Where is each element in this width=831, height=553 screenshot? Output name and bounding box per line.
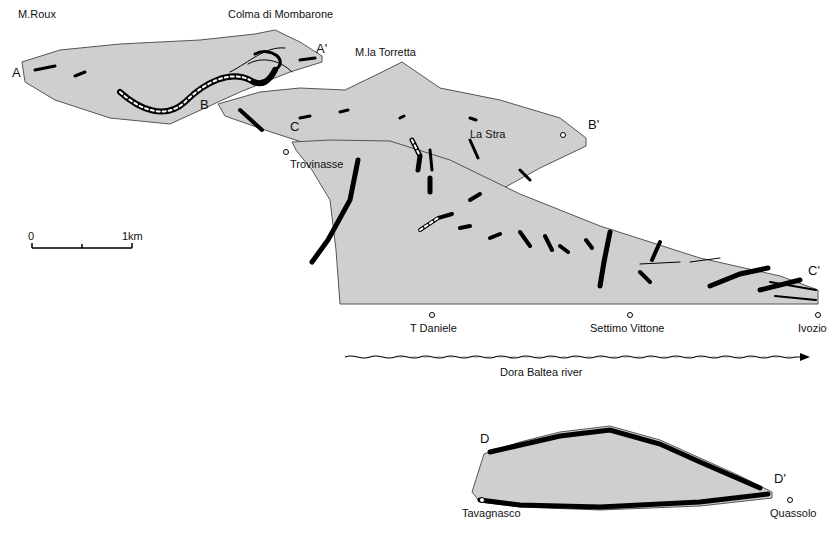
- section-d: [472, 426, 772, 510]
- peak-name: M.Roux: [18, 8, 56, 20]
- place-name: Tavagnasco: [462, 507, 521, 519]
- place-name: T Daniele: [410, 322, 457, 334]
- place-name: Settimo Vittone: [590, 322, 664, 334]
- place-name: Trovinasse: [290, 158, 343, 170]
- scale-number: 1km: [122, 230, 143, 242]
- section-c: [292, 140, 818, 304]
- scale-number: 0: [28, 230, 34, 242]
- section-letter: D': [774, 472, 786, 486]
- place-name: Ivozio: [798, 322, 827, 334]
- section-letter: C': [808, 264, 820, 278]
- river-name: Dora Baltea river: [500, 366, 583, 378]
- section-letter: B': [588, 118, 599, 132]
- peak-name: M.la Torretta: [355, 46, 416, 58]
- section-letter: D: [480, 432, 489, 446]
- section-letter: C: [290, 120, 299, 134]
- section-letter: A: [12, 66, 21, 80]
- place-name: La Stra: [470, 128, 505, 140]
- peak-name: Colma di Mombarone: [228, 8, 333, 20]
- place-name: Quassolo: [770, 507, 816, 519]
- section-letter: B: [200, 98, 209, 112]
- section-letter: A': [316, 42, 327, 56]
